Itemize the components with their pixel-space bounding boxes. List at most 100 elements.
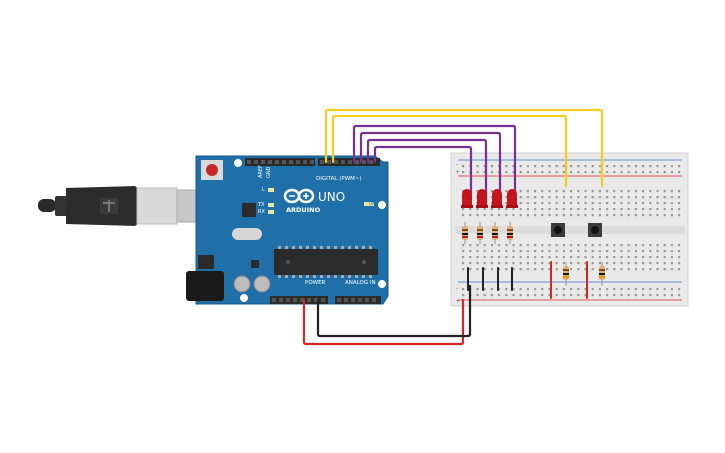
breadboard-hole[interactable]: [606, 202, 609, 205]
breadboard-hole[interactable]: [462, 294, 465, 297]
breadboard-hole[interactable]: [670, 196, 673, 199]
breadboard-hole[interactable]: [483, 294, 486, 297]
breadboard-hole[interactable]: [642, 288, 645, 291]
breadboard-hole[interactable]: [469, 262, 472, 265]
breadboard-hole[interactable]: [591, 196, 594, 199]
breadboard-hole[interactable]: [584, 202, 587, 205]
breadboard-hole[interactable]: [519, 244, 522, 247]
push-buttons[interactable]: [551, 223, 602, 237]
breadboard-hole[interactable]: [620, 208, 623, 211]
breadboard-hole[interactable]: [519, 288, 522, 291]
breadboard-hole[interactable]: [541, 208, 544, 211]
breadboard-hole[interactable]: [670, 294, 673, 297]
breadboard-hole[interactable]: [534, 244, 537, 247]
breadboard-hole[interactable]: [512, 165, 515, 168]
breadboard-hole[interactable]: [555, 268, 558, 271]
breadboard-hole[interactable]: [541, 288, 544, 291]
breadboard-hole[interactable]: [483, 171, 486, 174]
breadboard-hole[interactable]: [663, 196, 666, 199]
breadboard-hole[interactable]: [519, 294, 522, 297]
breadboard-hole[interactable]: [526, 190, 529, 193]
breadboard-hole[interactable]: [649, 294, 652, 297]
breadboard-hole[interactable]: [627, 171, 630, 174]
breadboard-hole[interactable]: [512, 262, 515, 265]
breadboard-hole[interactable]: [678, 171, 681, 174]
breadboard-hole[interactable]: [656, 165, 659, 168]
breadboard-hole[interactable]: [584, 214, 587, 217]
breadboard-hole[interactable]: [606, 288, 609, 291]
breadboard-hole[interactable]: [584, 190, 587, 193]
breadboard-hole[interactable]: [526, 268, 529, 271]
breadboard-hole[interactable]: [678, 196, 681, 199]
breadboard-hole[interactable]: [663, 202, 666, 205]
breadboard-hole[interactable]: [476, 250, 479, 253]
breadboard-hole[interactable]: [562, 165, 565, 168]
breadboard-hole[interactable]: [555, 171, 558, 174]
breadboard-hole[interactable]: [519, 268, 522, 271]
breadboard-hole[interactable]: [656, 250, 659, 253]
breadboard-hole[interactable]: [678, 214, 681, 217]
arduino-uno-board[interactable]: DIGITAL (PWM~) AREF GND ARDUINO UNO L TX…: [186, 155, 389, 305]
breadboard-hole[interactable]: [613, 288, 616, 291]
breadboard-hole[interactable]: [606, 262, 609, 265]
breadboard-hole[interactable]: [526, 202, 529, 205]
breadboard-hole[interactable]: [663, 208, 666, 211]
breadboard-hole[interactable]: [548, 250, 551, 253]
breadboard-hole[interactable]: [476, 244, 479, 247]
breadboard-hole[interactable]: [627, 256, 630, 259]
breadboard-hole[interactable]: [634, 244, 637, 247]
breadboard-hole[interactable]: [663, 294, 666, 297]
breadboard-hole[interactable]: [670, 202, 673, 205]
breadboard-hole[interactable]: [627, 190, 630, 193]
breadboard-hole[interactable]: [570, 214, 573, 217]
breadboard-hole[interactable]: [670, 171, 673, 174]
breadboard-hole[interactable]: [613, 190, 616, 193]
breadboard-hole[interactable]: [606, 244, 609, 247]
breadboard-hole[interactable]: [512, 256, 515, 259]
breadboard-hole[interactable]: [656, 190, 659, 193]
breadboard-hole[interactable]: [541, 171, 544, 174]
breadboard-hole[interactable]: [584, 256, 587, 259]
breadboard-hole[interactable]: [462, 208, 465, 211]
breadboard-hole[interactable]: [548, 294, 551, 297]
breadboard-hole[interactable]: [541, 214, 544, 217]
breadboard-hole[interactable]: [606, 250, 609, 253]
breadboard-hole[interactable]: [570, 294, 573, 297]
breadboard-hole[interactable]: [634, 294, 637, 297]
breadboard-hole[interactable]: [591, 244, 594, 247]
breadboard-hole[interactable]: [570, 165, 573, 168]
breadboard-hole[interactable]: [498, 268, 501, 271]
breadboard-hole[interactable]: [562, 196, 565, 199]
breadboard-hole[interactable]: [642, 171, 645, 174]
breadboard-hole[interactable]: [634, 171, 637, 174]
breadboard-hole[interactable]: [649, 288, 652, 291]
breadboard-hole[interactable]: [656, 288, 659, 291]
breadboard-hole[interactable]: [634, 196, 637, 199]
breadboard-hole[interactable]: [620, 202, 623, 205]
breadboard-jumpers[interactable]: [467, 261, 588, 299]
breadboard-hole[interactable]: [642, 262, 645, 265]
breadboard-hole[interactable]: [591, 214, 594, 217]
breadboard-hole[interactable]: [584, 196, 587, 199]
breadboard-hole[interactable]: [634, 214, 637, 217]
breadboard-hole[interactable]: [534, 268, 537, 271]
breadboard-hole[interactable]: [620, 262, 623, 265]
breadboard-hole[interactable]: [469, 244, 472, 247]
breadboard-hole[interactable]: [620, 171, 623, 174]
breadboard-hole[interactable]: [490, 202, 493, 205]
breadboard-hole[interactable]: [541, 244, 544, 247]
breadboard-hole[interactable]: [512, 294, 515, 297]
breadboard-hole[interactable]: [670, 256, 673, 259]
breadboard-hole[interactable]: [620, 244, 623, 247]
breadboard-hole[interactable]: [548, 165, 551, 168]
breadboard-hole[interactable]: [627, 250, 630, 253]
breadboard-hole[interactable]: [627, 165, 630, 168]
breadboard-hole[interactable]: [670, 214, 673, 217]
breadboard-hole[interactable]: [505, 268, 508, 271]
breadboard-hole[interactable]: [613, 256, 616, 259]
breadboard-hole[interactable]: [505, 214, 508, 217]
breadboard-hole[interactable]: [562, 208, 565, 211]
breadboard-hole[interactable]: [505, 244, 508, 247]
breadboard-hole[interactable]: [534, 165, 537, 168]
breadboard-hole[interactable]: [548, 268, 551, 271]
